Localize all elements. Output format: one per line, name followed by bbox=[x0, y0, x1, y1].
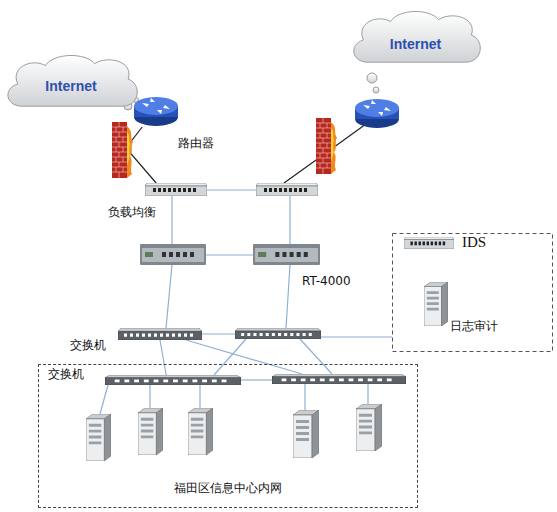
node-icon bbox=[253, 244, 320, 265]
cloud-node: Internet bbox=[2, 52, 140, 112]
ids-node: IDS bbox=[404, 237, 454, 249]
node-icon-shape bbox=[145, 183, 207, 196]
wire bbox=[321, 336, 392, 337]
switch-icon bbox=[272, 374, 406, 384]
node-icon-shape bbox=[253, 244, 320, 265]
router-node: 路由器 bbox=[133, 95, 179, 127]
cloud-bubble bbox=[373, 87, 379, 93]
dashed-group-box bbox=[393, 234, 553, 352]
node-icon-shape bbox=[118, 328, 202, 340]
switch-node: 交换机 bbox=[118, 328, 202, 340]
node-label: IDS bbox=[462, 235, 486, 249]
wire bbox=[199, 385, 200, 408]
wire bbox=[304, 384, 305, 410]
node-label: 交换机 bbox=[70, 338, 106, 352]
load-balancer-icon bbox=[256, 183, 318, 196]
node-icon bbox=[133, 95, 179, 127]
log-audit-node: 日志审计 bbox=[424, 282, 448, 326]
server-icon bbox=[86, 414, 111, 461]
node-label: Internet bbox=[348, 37, 483, 51]
wire bbox=[166, 265, 172, 328]
node-label: 日志审计 bbox=[450, 319, 498, 333]
node-icon bbox=[118, 328, 202, 340]
node-label: 交换机 bbox=[48, 367, 84, 381]
wire bbox=[300, 339, 332, 374]
network-wires bbox=[100, 124, 392, 414]
node-label: 福田区信息中心内网 bbox=[39, 481, 417, 495]
wire bbox=[207, 189, 256, 190]
firewall-icon bbox=[316, 118, 337, 174]
node-icon-shape bbox=[134, 97, 178, 126]
server-icon bbox=[356, 404, 382, 451]
node-icon-shape bbox=[105, 375, 241, 385]
node-label: 负载均衡 bbox=[108, 205, 156, 219]
router-icon bbox=[355, 99, 399, 128]
wire bbox=[367, 384, 368, 404]
intranet-band: 福田区信息中心内网 交换机 bbox=[38, 364, 418, 508]
node-icon-shape bbox=[404, 237, 454, 249]
wire bbox=[149, 385, 150, 408]
node-icon bbox=[424, 282, 448, 326]
server-icon bbox=[138, 408, 163, 455]
wire bbox=[186, 340, 302, 374]
firewall-icon bbox=[112, 122, 133, 178]
switch-node: 交换机 bbox=[105, 375, 241, 385]
wire bbox=[286, 265, 290, 328]
wire bbox=[171, 196, 172, 244]
node-icon-shape bbox=[424, 282, 448, 326]
node-icon bbox=[145, 183, 207, 196]
server-icon bbox=[188, 408, 213, 455]
wire bbox=[214, 339, 246, 375]
cloud-bubble bbox=[367, 73, 377, 83]
server-icon bbox=[293, 410, 319, 458]
switch-icon bbox=[235, 328, 321, 339]
cloud-node: Internet bbox=[348, 8, 483, 68]
wire bbox=[289, 196, 290, 244]
rt-device-node: RT-4000 bbox=[253, 244, 320, 265]
node-icon bbox=[404, 237, 454, 249]
rt-device-icon bbox=[140, 244, 206, 265]
node-icon bbox=[105, 375, 241, 385]
wire bbox=[100, 385, 108, 414]
wire bbox=[241, 379, 272, 380]
node-label: RT-4000 bbox=[302, 274, 351, 288]
wire bbox=[206, 254, 253, 255]
node-label: Internet bbox=[2, 79, 140, 93]
node-label: 路由器 bbox=[178, 136, 214, 150]
wire bbox=[202, 333, 235, 334]
load-balancer-node: 负载均衡 bbox=[145, 183, 207, 196]
network-link bbox=[160, 340, 166, 375]
